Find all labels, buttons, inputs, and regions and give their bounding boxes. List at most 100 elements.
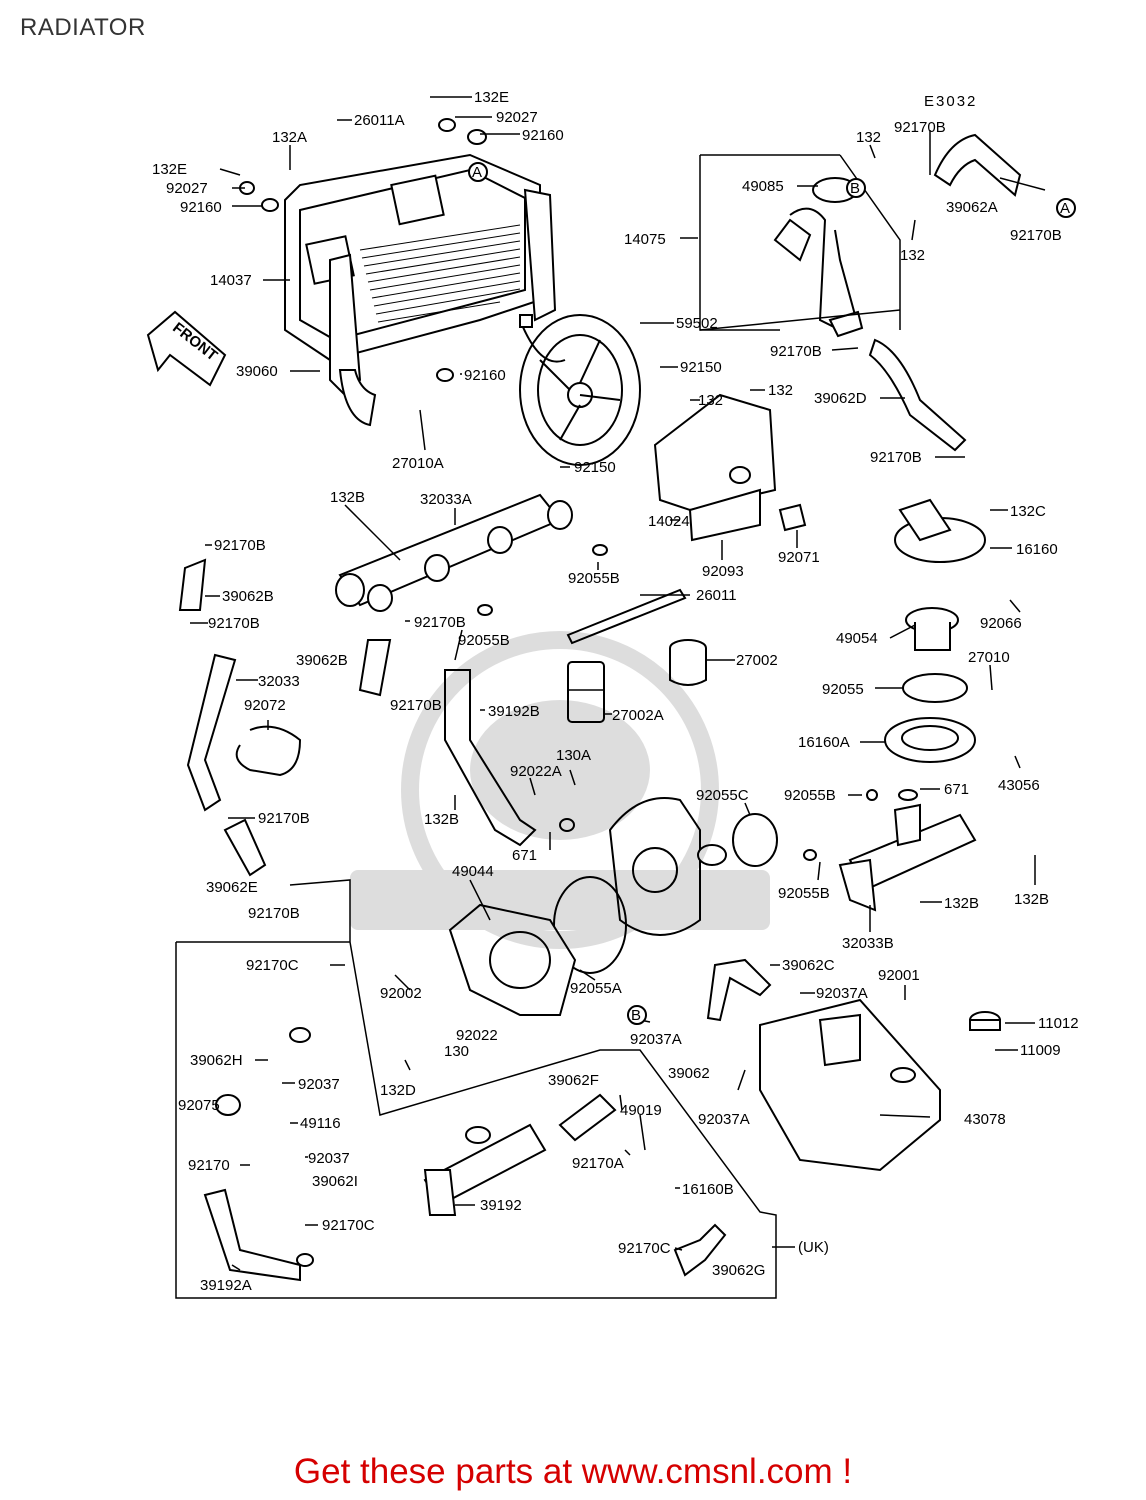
part-label: 671 <box>512 847 537 864</box>
part-label: 39062C <box>782 957 835 974</box>
cmsnl-parts-link[interactable]: Get these parts at www.cmsnl.com ! <box>293 1452 853 1491</box>
pipe-32033a-part <box>335 493 573 612</box>
part-label: 92066 <box>980 615 1022 632</box>
part-label: 32033 <box>258 673 300 690</box>
part-label: 39062A <box>946 199 998 216</box>
radiator-part <box>284 153 557 427</box>
part-label: 92001 <box>878 967 920 984</box>
part-label: 132D <box>380 1082 416 1099</box>
relay-27002a-part <box>567 661 605 723</box>
svg-text:B: B <box>631 1007 641 1024</box>
callout-b-marker: B B <box>627 178 866 1025</box>
part-label: 39062F <box>548 1072 599 1089</box>
switch-27002-part <box>669 639 707 686</box>
part-labels: 132E 26011A 92027 92160 132A 132E 92027 … <box>152 89 1079 1294</box>
hose-39062d <box>868 338 967 452</box>
part-label: 132 <box>698 392 723 409</box>
part-label: 39192B <box>488 703 540 720</box>
part-label: 39192A <box>200 1277 252 1294</box>
part-label: 132C <box>1010 503 1046 520</box>
hose-39062c <box>706 958 772 1022</box>
hose-32033 <box>186 653 237 812</box>
thermostat-housing-16160a <box>884 717 976 763</box>
part-label: 49116 <box>300 1115 341 1132</box>
thermostat-49054 <box>905 607 959 651</box>
part-label: 43078 <box>964 1111 1006 1128</box>
part-label: 132 <box>900 247 925 264</box>
part-label: 39062 <box>668 1065 710 1082</box>
part-label: 132E <box>474 89 509 106</box>
small-fasteners <box>215 118 918 1267</box>
part-label: 92022 <box>456 1027 498 1044</box>
impeller-92072 <box>235 725 302 777</box>
pipe-32033b-part <box>838 803 977 912</box>
gasket-92055c <box>732 813 778 867</box>
part-label: 92055B <box>784 787 836 804</box>
water-pump-part <box>608 797 727 936</box>
part-label: 39062E <box>206 879 258 896</box>
part-label: 49044 <box>452 863 494 880</box>
part-label: 92055B <box>458 632 510 649</box>
part-label: 132B <box>330 489 365 506</box>
part-label: 14024 <box>648 513 690 530</box>
part-label: 92170 <box>188 1157 230 1174</box>
part-label: 130 <box>444 1043 469 1060</box>
part-label: 16160 <box>1016 541 1058 558</box>
part-label: 92055C <box>696 787 749 804</box>
part-label: 39062B <box>296 652 348 669</box>
part-label: 11012 <box>1038 1015 1079 1032</box>
part-label: 92160 <box>180 199 222 216</box>
part-label: 132E <box>152 161 187 178</box>
part-label: 92170B <box>390 697 442 714</box>
part-label: 92150 <box>574 459 616 476</box>
part-label: 132 <box>768 382 793 399</box>
fan-shroud-part <box>653 393 807 542</box>
page-title: RADIATOR <box>20 14 146 41</box>
part-label: 92037 <box>308 1150 350 1167</box>
part-label: 92170B <box>770 343 822 360</box>
part-label: 92093 <box>702 563 744 580</box>
pipe-39192b <box>444 669 537 847</box>
part-label: 39062I <box>312 1173 358 1190</box>
part-label: 27010A <box>392 455 444 472</box>
thermostat-housing-16160 <box>894 498 986 563</box>
part-label: 27010 <box>968 649 1010 666</box>
part-label: 92150 <box>680 359 722 376</box>
part-label: 92170B <box>894 119 946 136</box>
part-label: 16160B <box>682 1181 734 1198</box>
front-arrow: FRONT <box>146 310 227 387</box>
pipe-39192-part <box>423 1123 547 1216</box>
hose-39062a <box>933 133 1022 197</box>
reservoir-tank-part <box>759 998 941 1172</box>
hose-39062g <box>673 1223 727 1277</box>
part-label: 92170B <box>214 537 266 554</box>
part-label: 32033B <box>842 935 894 952</box>
part-label: 132B <box>944 895 979 912</box>
part-label: 92072 <box>244 697 286 714</box>
part-label: 132 <box>856 129 881 146</box>
part-label: 43056 <box>998 777 1040 794</box>
part-label: 26011A <box>354 112 405 129</box>
part-label: 92075 <box>178 1097 220 1114</box>
part-label: 92055B <box>778 885 830 902</box>
diagram-code: E3032 <box>924 93 977 110</box>
part-label: 92160 <box>464 367 506 384</box>
part-label: 39062B <box>222 588 274 605</box>
part-label: 92170B <box>248 905 300 922</box>
part-label: 59502 <box>676 315 718 332</box>
fan-assembly-part <box>519 314 641 466</box>
tank-cap-11012 <box>969 1011 1001 1031</box>
part-label: 92170C <box>322 1217 375 1234</box>
part-label: 14037 <box>210 272 252 289</box>
part-label: 92170C <box>246 957 299 974</box>
hose-39062f <box>558 1093 617 1142</box>
hose-39062e <box>223 818 267 877</box>
part-label: 92027 <box>496 109 538 126</box>
svg-text:A: A <box>472 164 482 181</box>
part-label: 27002A <box>612 707 664 724</box>
sensor-rod-26011 <box>566 588 687 645</box>
part-label: 92160 <box>522 127 564 144</box>
part-label: 92170A <box>572 1155 624 1172</box>
part-label: 32033A <box>420 491 472 508</box>
